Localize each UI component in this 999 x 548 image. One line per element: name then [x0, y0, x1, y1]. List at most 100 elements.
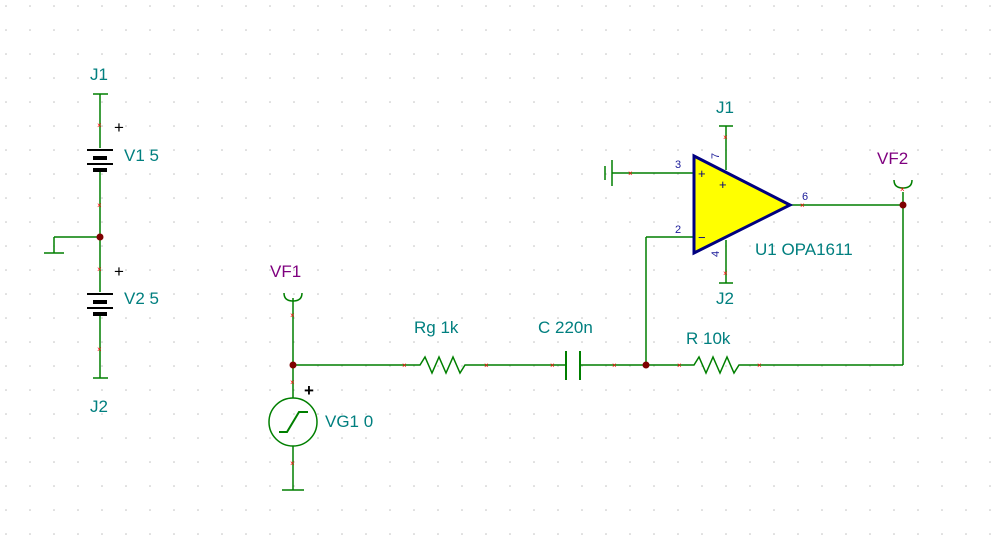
grid-dot — [581, 437, 583, 439]
u1-label: U1 OPA1611 — [755, 240, 853, 259]
grid-dot — [917, 485, 919, 487]
grid-dot — [269, 389, 271, 391]
grid-dot — [629, 197, 631, 199]
grid-dot — [101, 413, 103, 415]
grid-dot — [941, 149, 943, 151]
grid-dot — [629, 29, 631, 31]
grid-dot — [269, 245, 271, 247]
grid-dot — [5, 413, 7, 415]
grid-dot — [221, 221, 223, 223]
grid-dot — [701, 341, 703, 343]
grid-dot — [317, 341, 319, 343]
grid-dot — [461, 533, 463, 535]
grid-dot — [725, 437, 727, 439]
grid-dot — [677, 485, 679, 487]
v2-plus-mark: + — [114, 262, 124, 281]
grid-dot — [485, 101, 487, 103]
grid-dot — [221, 269, 223, 271]
grid-dot — [77, 341, 79, 343]
grid-dot — [581, 461, 583, 463]
grid-dot — [293, 245, 295, 247]
vg1-source-icon — [268, 397, 318, 447]
grid-dot — [293, 269, 295, 271]
grid-dot — [821, 341, 823, 343]
grid-dot — [485, 413, 487, 415]
grid-dot — [341, 533, 343, 535]
pin-3-label: 3 — [675, 159, 681, 171]
grid-dot — [197, 533, 199, 535]
grid-dot — [797, 197, 799, 199]
grid-dot — [389, 533, 391, 535]
grid-dot — [941, 29, 943, 31]
grid-dot — [869, 269, 871, 271]
grid-dot — [461, 29, 463, 31]
grid-dot — [269, 101, 271, 103]
grid-dot — [845, 197, 847, 199]
grid-dot — [845, 269, 847, 271]
grid-dot — [509, 389, 511, 391]
grid-dot — [965, 533, 967, 535]
grid-dot — [413, 149, 415, 151]
grid-dot — [893, 317, 895, 319]
grid-dot — [797, 341, 799, 343]
grid-dot — [101, 29, 103, 31]
grid-dot — [965, 389, 967, 391]
grid-dot — [269, 197, 271, 199]
v2-label: V2 5 — [124, 289, 159, 308]
grid-dot — [749, 293, 751, 295]
grid-dot — [941, 389, 943, 391]
grid-dot — [893, 389, 895, 391]
grid-dot — [29, 5, 31, 7]
grid-dot — [509, 125, 511, 127]
grid-dot — [629, 221, 631, 223]
grid-dot — [413, 5, 415, 7]
grid-dot — [989, 413, 991, 415]
grid-dot — [821, 29, 823, 31]
grid-dot — [989, 341, 991, 343]
grid-dot — [677, 125, 679, 127]
grid-dot — [965, 53, 967, 55]
grid-dot — [317, 221, 319, 223]
grid-dot — [53, 269, 55, 271]
grid-dot — [941, 5, 943, 7]
grid-dot — [221, 533, 223, 535]
grid-dot — [197, 365, 199, 367]
grid-dot — [557, 197, 559, 199]
grid-dot — [557, 293, 559, 295]
grid-dot — [101, 101, 103, 103]
grid-dot — [29, 125, 31, 127]
grid-dot — [461, 413, 463, 415]
grid-dot — [653, 509, 655, 511]
grid-dot — [701, 125, 703, 127]
grid-dot — [941, 341, 943, 343]
grid-dot — [101, 485, 103, 487]
grid-dot — [341, 389, 343, 391]
opamp-j2-label: J2 — [716, 289, 734, 308]
grid-dot — [293, 101, 295, 103]
grid-dot — [917, 77, 919, 79]
grid-dot — [797, 509, 799, 511]
grid-dot — [653, 125, 655, 127]
grid-dot — [413, 461, 415, 463]
grid-dot — [389, 461, 391, 463]
grid-dot — [581, 5, 583, 7]
grid-dot — [125, 317, 127, 319]
grid-dot — [29, 269, 31, 271]
opamp-inv-symbol: − — [698, 230, 706, 245]
grid-dot — [149, 77, 151, 79]
grid-dot — [245, 293, 247, 295]
grid-dot — [29, 149, 31, 151]
grid-dot — [893, 533, 895, 535]
grid-dot — [149, 365, 151, 367]
grid-dot — [317, 29, 319, 31]
grid-dot — [917, 29, 919, 31]
grid-dot — [149, 197, 151, 199]
pin-mark: × — [612, 361, 617, 370]
pin-mark: × — [723, 269, 728, 278]
grid-dot — [365, 341, 367, 343]
grid-dot — [29, 461, 31, 463]
grid-dot — [965, 485, 967, 487]
grid-dot — [269, 509, 271, 511]
grid-dot — [341, 149, 343, 151]
